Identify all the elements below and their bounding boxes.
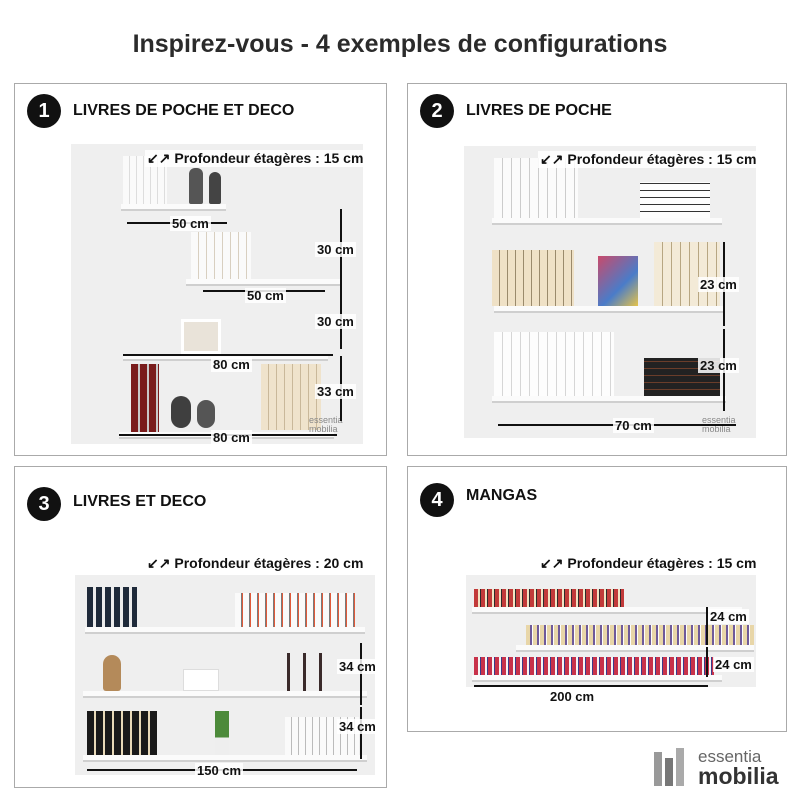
depth-label: ↙↗ Profondeur étagères : 15 cm xyxy=(538,555,759,572)
panel-title: MANGAS xyxy=(466,487,538,504)
shelf xyxy=(186,279,341,286)
width-label: 50 cm xyxy=(245,288,286,303)
shelf xyxy=(472,607,742,614)
book-group xyxy=(654,242,720,306)
logo-mark-icon xyxy=(652,748,692,788)
page-title: Inspirez-vous - 4 exemples de configurat… xyxy=(132,30,668,58)
book-group xyxy=(87,587,137,627)
height-label: 33 cm xyxy=(315,384,356,399)
panel-title: LIVRES ET DECO xyxy=(73,493,207,510)
panel-title: LIVRES DE POCHE xyxy=(466,102,612,119)
shelf xyxy=(516,645,754,652)
depth-label: ↙↗ Profondeur étagères : 15 cm xyxy=(145,150,366,167)
box xyxy=(183,669,219,691)
manga-row xyxy=(526,625,754,645)
frame xyxy=(181,319,221,354)
logo-text-top: essentia xyxy=(698,747,762,766)
shelf xyxy=(492,218,722,225)
vase xyxy=(189,168,203,204)
width-label: 70 cm xyxy=(613,418,654,433)
shelf xyxy=(83,755,367,762)
book-group xyxy=(492,250,574,306)
book-stack xyxy=(640,182,710,218)
height-line xyxy=(706,607,708,645)
shelf xyxy=(472,675,722,682)
shelf xyxy=(494,306,724,313)
panel-number-badge: 2 xyxy=(420,94,454,128)
depth-label: ↙↗ Profondeur étagères : 15 cm xyxy=(538,151,759,168)
height-label: 30 cm xyxy=(315,314,356,329)
height-line xyxy=(706,647,708,677)
shelf-photo xyxy=(75,575,375,775)
vase xyxy=(209,172,221,204)
config-panel-3: 3 LIVRES ET DECO ↙↗ Profondeur étagères … xyxy=(14,466,387,788)
width-line xyxy=(123,354,333,356)
shelf xyxy=(85,627,365,634)
width-label: 50 cm xyxy=(170,216,211,231)
height-line xyxy=(360,643,362,705)
width-line xyxy=(474,685,708,687)
shelf xyxy=(492,396,726,403)
figurine xyxy=(103,655,121,691)
shelf xyxy=(83,691,367,698)
book-group xyxy=(261,364,321,430)
book-group xyxy=(494,158,578,218)
width-label: 80 cm xyxy=(211,357,252,372)
figurine xyxy=(281,653,331,691)
config-panel-4: 4 MANGAS ↙↗ Profondeur étagères : 15 cm … xyxy=(407,466,787,732)
book-group xyxy=(87,711,157,755)
height-label: 23 cm xyxy=(698,277,739,292)
height-label: 34 cm xyxy=(337,659,378,674)
comic-book xyxy=(598,256,638,306)
panel-title: LIVRES DE POCHE ET DECO xyxy=(73,102,295,119)
panel-number-badge: 4 xyxy=(420,483,454,517)
brand-logo: essentia mobilia xyxy=(652,748,779,788)
manga-row xyxy=(474,589,624,607)
depth-label: ↙↗ Profondeur étagères : 20 cm xyxy=(145,555,366,572)
width-label: 80 cm xyxy=(211,430,252,445)
panel-number-badge: 1 xyxy=(27,94,61,128)
width-label: 200 cm xyxy=(548,689,597,704)
height-label: 24 cm xyxy=(708,609,749,624)
height-label: 30 cm xyxy=(315,242,356,257)
height-label: 34 cm xyxy=(337,719,378,734)
shelf xyxy=(121,204,226,211)
vase xyxy=(197,400,215,428)
manga-row xyxy=(474,657,714,675)
book-group xyxy=(494,332,614,396)
book-group xyxy=(235,593,355,627)
height-label: 23 cm xyxy=(698,358,739,373)
height-label: 24 cm xyxy=(713,657,754,672)
vase xyxy=(171,396,191,428)
plant xyxy=(215,711,229,755)
book-group xyxy=(191,232,251,279)
logo-text-bottom: mobilia xyxy=(698,763,779,789)
width-label: 150 cm xyxy=(195,763,244,778)
book-group xyxy=(131,364,159,432)
panel-number-badge: 3 xyxy=(27,487,61,521)
